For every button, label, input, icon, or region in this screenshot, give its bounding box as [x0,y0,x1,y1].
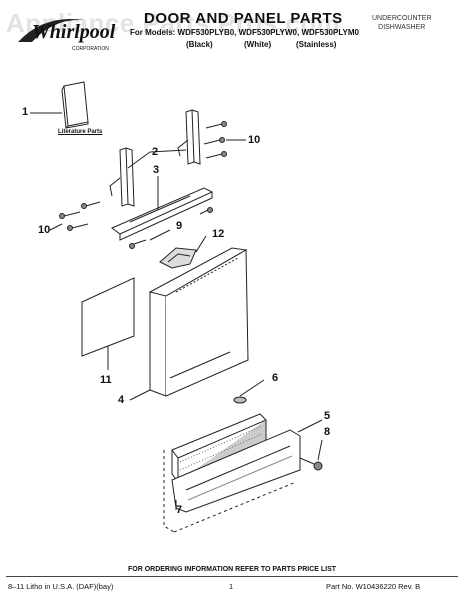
literature-booklet [30,81,89,130]
callout-8: 8 [324,426,331,438]
screw-set-right [203,121,246,159]
outer-door-panel [129,247,249,401]
insulation-panel [81,277,135,370]
finish-black: (Black) [186,40,213,49]
appliance-category: UNDERCOUNTER DISHWASHER [372,14,432,32]
footer-divider [6,576,458,577]
door-plug [233,379,265,404]
callout-1: 1 [22,106,29,118]
svg-text:Whirlpool: Whirlpool [32,21,116,43]
category-line-1: UNDERCOUNTER [372,15,432,22]
callout-9: 9 [176,220,183,232]
page-number: 1 [229,582,234,591]
finish-white: (White) [244,40,272,49]
watermark: Appliance Parts Pros.com [6,8,341,38]
callout-12: 12 [212,228,225,240]
category-line-2: DISHWASHER [378,24,426,31]
whirlpool-logo: Whirlpool CORPORATION [18,18,116,52]
handle-insert [159,235,207,269]
callout-3: 3 [153,164,160,176]
svg-text:CORPORATION: CORPORATION [72,46,109,52]
callout-5: 5 [324,410,331,422]
toe-kick-panel [163,429,301,533]
callout-4: 4 [118,394,125,406]
left-hinge-bracket [109,147,151,207]
rail-screws [129,207,213,249]
callout-10-right: 10 [248,134,261,146]
right-hinge-bracket [149,109,201,165]
finish-stainless: (Stainless) [296,40,337,49]
callout-2: 2 [152,146,159,158]
kick-screw [299,439,323,471]
litho-info: 8–11 Litho in U.S.A. (DAF)(bay) [8,582,114,591]
callout-7: 7 [176,504,183,516]
callout-11: 11 [100,374,112,386]
callout-6: 6 [272,372,279,384]
door-vent-rail [111,176,214,241]
literature-parts-label: Literature Parts [58,129,103,135]
screw-set-left [49,201,101,231]
model-list: For Models: WDF530PLYB0, WDF530PLYW0, WD… [130,28,359,37]
part-number: Part No. W10436220 Rev. B [326,582,421,591]
ordering-note: FOR ORDERING INFORMATION REFER TO PARTS … [127,566,337,573]
callout-10-left: 10 [38,224,51,236]
page-title: DOOR AND PANEL PARTS [144,10,343,27]
